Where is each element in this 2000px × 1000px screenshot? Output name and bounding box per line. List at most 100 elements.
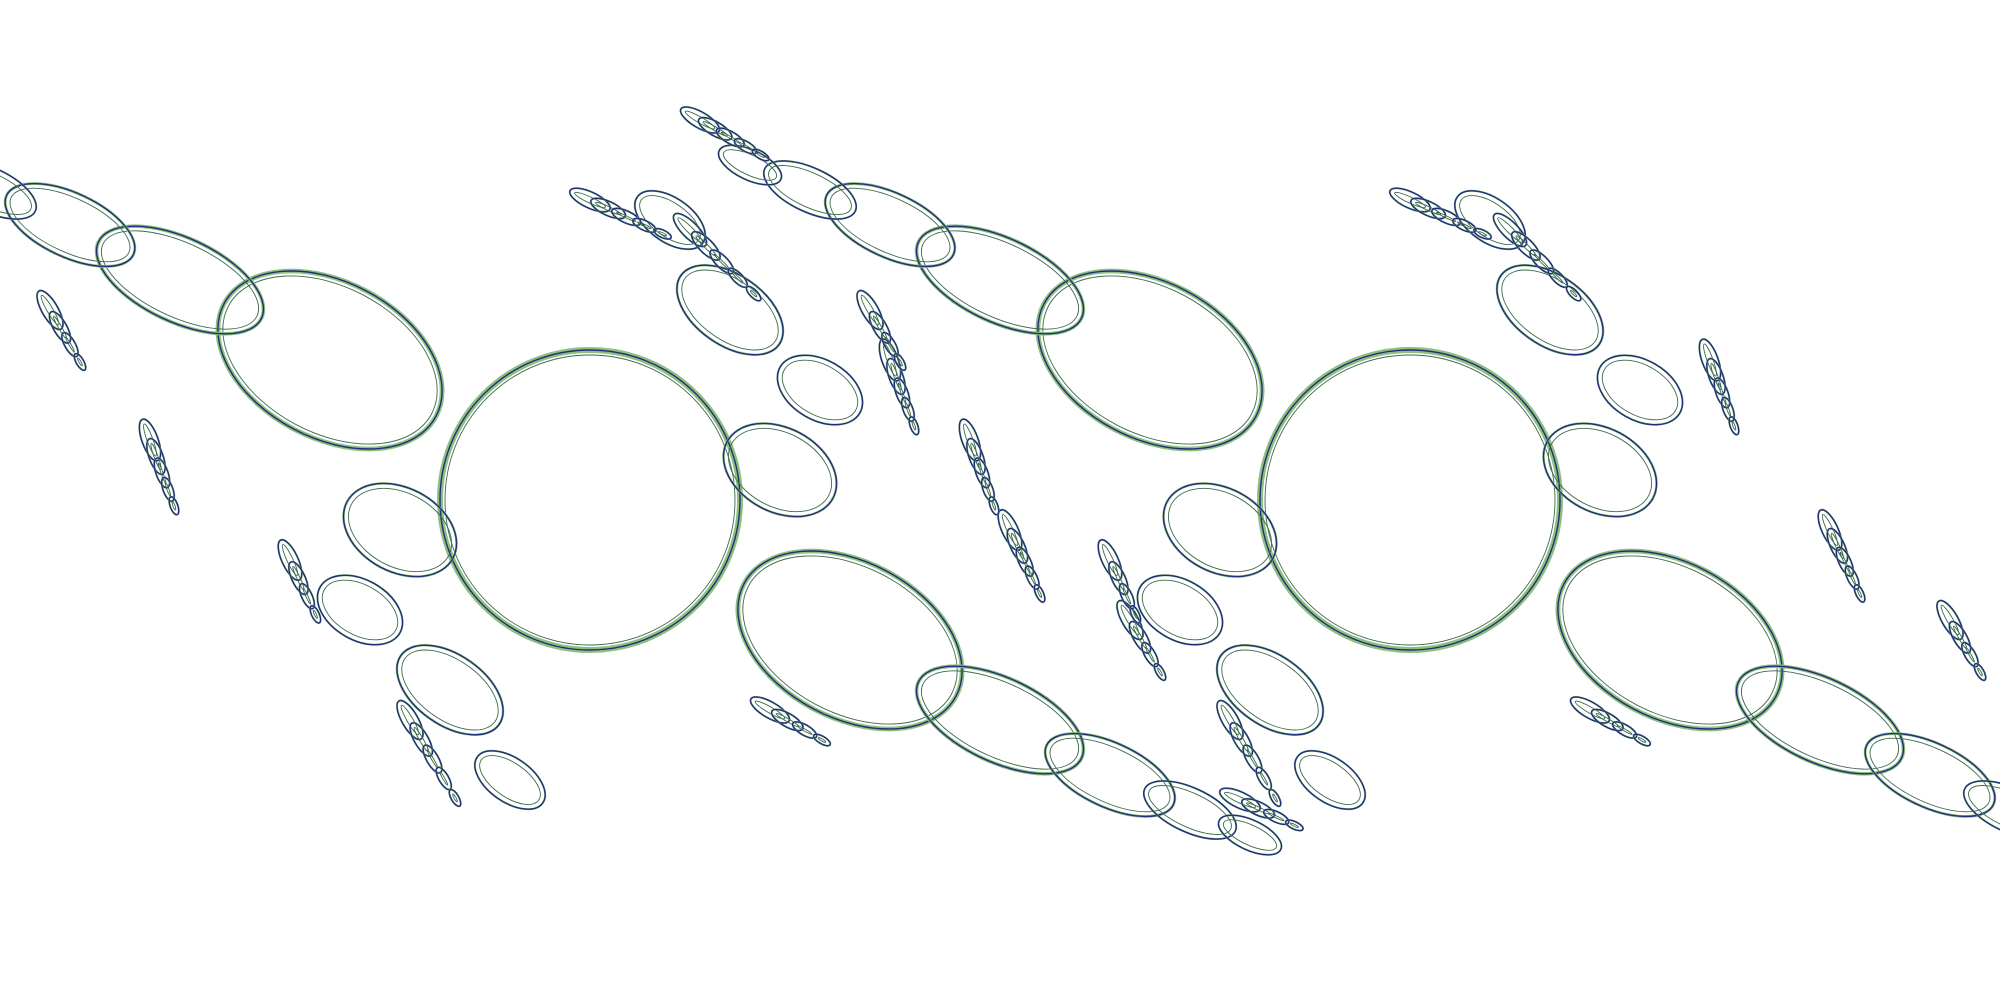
spike-leaf <box>1153 662 1167 682</box>
arm-oval <box>1294 750 1366 810</box>
spike-leaf <box>1241 798 1276 819</box>
upper-left-oval <box>1037 270 1263 450</box>
spike-leaf <box>868 310 892 344</box>
spike-leaf <box>1263 808 1290 826</box>
spike-leaf-inner-edge <box>1145 646 1155 663</box>
spike-leaf-inner-edge <box>1133 625 1147 649</box>
arm-oval <box>676 264 784 356</box>
spike-leaf <box>1728 416 1740 436</box>
spike-leaf <box>653 227 672 240</box>
chain-oval <box>1217 814 1283 856</box>
spike-leaf-inner-edge <box>897 357 903 367</box>
spike-leaf-inner-edge <box>1457 221 1472 230</box>
left-small-oval-inner-edge <box>347 487 453 573</box>
spike-leaf <box>1713 377 1731 409</box>
spike-leaf <box>1569 696 1611 724</box>
spike-leaf <box>770 708 804 732</box>
spike-leaf-inner-edge <box>595 201 622 216</box>
spike-leaf <box>1219 787 1261 813</box>
spike-leaf <box>751 148 770 162</box>
spike-leaf <box>886 357 906 396</box>
spike-leaf-inner-edge <box>1267 812 1285 822</box>
spike-leaf <box>1632 733 1652 747</box>
spike-leaf <box>745 285 762 302</box>
arm-oval <box>316 574 404 646</box>
spike-leaf <box>277 539 303 581</box>
spike-leaf-inner-edge <box>281 544 299 576</box>
spike-leaf <box>160 476 175 502</box>
central-ring <box>1259 349 1561 651</box>
spike-leaf-inner-edge <box>677 217 703 243</box>
spike-leaf <box>1129 605 1142 624</box>
spike-leaf-inner-edge <box>65 336 75 353</box>
chain-oval-inner-edge <box>1049 737 1171 813</box>
spike-leaf <box>697 116 733 141</box>
chain-oval <box>1735 665 1905 775</box>
arm-oval <box>396 644 504 736</box>
spike-leaf-inner-edge <box>1574 700 1606 720</box>
arm-oval <box>1136 574 1224 646</box>
spike-leaf-inner-edge <box>77 357 83 367</box>
lower-right-oval <box>1557 550 1783 730</box>
spike-leaf-inner-edge <box>452 793 458 803</box>
spike-leaf <box>1706 357 1726 396</box>
spike-leaf-inner-edge <box>1415 201 1442 216</box>
spike-leaf <box>1118 583 1136 610</box>
spike-leaf-inner-edge <box>413 727 429 752</box>
arm-oval-inner-edge <box>1221 649 1319 731</box>
spike-leaf <box>1097 539 1123 581</box>
arm-oval <box>776 354 864 426</box>
spike-leaf <box>1565 285 1582 302</box>
spike-leaf-inner-edge <box>1731 421 1737 431</box>
spike-leaf-inner-edge <box>1595 713 1619 727</box>
right-small-oval <box>722 422 838 518</box>
spike-leaf-inner-edge <box>1616 725 1633 735</box>
spike-leaf <box>749 696 791 724</box>
spike-leaf-inner-edge <box>1289 822 1299 828</box>
spike-leaf-inner-edge <box>720 131 741 144</box>
spike-leaf <box>1973 662 1987 682</box>
left-small-oval <box>1162 482 1278 578</box>
spike-leaf <box>973 457 991 489</box>
left-small-oval-inner-edge <box>1167 487 1273 573</box>
arm-oval <box>1216 644 1324 736</box>
spike-leaf-inner-edge <box>1940 604 1960 636</box>
spike-leaf <box>1108 561 1129 596</box>
lower-right-oval <box>737 550 963 730</box>
chain-oval-inner-edge <box>1869 737 1991 813</box>
spike-leaf <box>1844 565 1860 590</box>
spike-leaf-inner-edge <box>400 704 420 736</box>
arm-oval <box>474 750 546 810</box>
spike-leaf-inner-edge <box>1394 191 1426 209</box>
spike-leaf-inner-edge <box>1224 791 1256 809</box>
chain-oval <box>4 182 136 268</box>
spike-leaf <box>138 418 162 462</box>
spike-leaf-inner-edge <box>731 271 744 284</box>
spike-leaf <box>812 733 832 747</box>
left-small-oval <box>342 482 458 578</box>
spike-leaf-inner-edge <box>1259 771 1269 786</box>
spike-leaf <box>966 437 986 476</box>
spike-leaf <box>1590 708 1624 732</box>
spike-leaf-inner-edge <box>637 221 652 230</box>
spike-leaf-inner-edge <box>1830 532 1844 559</box>
spike-leaf <box>881 331 899 358</box>
spike-leaf-inner-edge <box>1569 289 1578 298</box>
spike-leaf <box>288 561 309 596</box>
spike-leaf <box>856 289 884 331</box>
chain-oval <box>95 225 265 335</box>
spike-leaf-inner-edge <box>53 315 67 339</box>
spike-leaf <box>709 249 735 275</box>
spike-leaf-inner-edge <box>1478 231 1487 237</box>
spike-leaf-inner-edge <box>873 315 887 339</box>
spike-leaf <box>1128 620 1152 654</box>
spike-leaf <box>611 207 642 227</box>
spike-leaf-inner-edge <box>860 294 880 326</box>
spike-leaf-inner-edge <box>1122 587 1132 605</box>
spike-leaf-inner-edge <box>1710 362 1722 390</box>
spike-leaf-inner-edge <box>1857 588 1863 598</box>
arm-oval <box>1596 354 1684 426</box>
fractal-motif-1 <box>0 159 1305 856</box>
spike-leaf-inner-edge <box>292 566 305 591</box>
